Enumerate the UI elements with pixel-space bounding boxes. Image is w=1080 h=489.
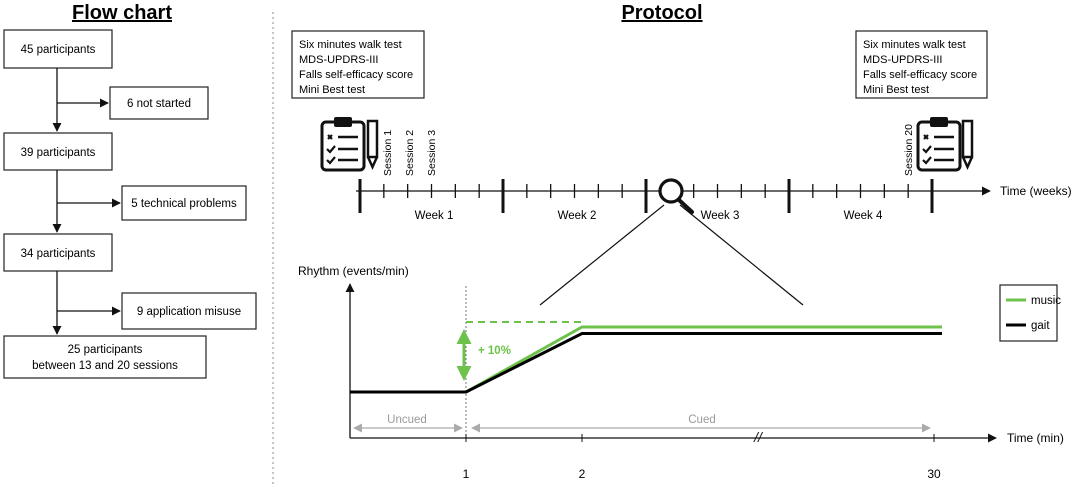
series-music-line (350, 325, 942, 394)
pencil-icon (366, 119, 379, 171)
assessment-item: Six minutes walk test (863, 39, 966, 51)
timeline-ticks (358, 179, 934, 213)
increase-annotation: + 10% (478, 345, 511, 357)
flowchart-step-label: 34 participants (21, 248, 96, 260)
flowchart-step-label: 45 participants (21, 44, 96, 56)
chart-ylabel: Rhythm (events/min) (298, 264, 409, 278)
week-label: Week 4 (844, 210, 883, 222)
session-label: Session 2 (404, 130, 416, 176)
assessment-box-start (291, 30, 425, 99)
flowchart-step-box (3, 132, 113, 171)
clipboard-checklist-icon (320, 117, 366, 172)
chart-legend (999, 284, 1058, 342)
flowchart-final-box (3, 335, 207, 379)
legend-label-music: music (1031, 295, 1061, 307)
assessment-item: Falls self-efficacy score (863, 69, 977, 81)
clipboard-checklist-icon (916, 117, 962, 172)
legend-label-gait: gait (1031, 320, 1050, 332)
flowchart-step-box (3, 29, 113, 69)
flowchart-step-box (3, 233, 113, 272)
flowchart-exclusion-label: 6 not started (127, 98, 191, 110)
magnifier-icon (658, 178, 694, 214)
chart-x-tick-label: 30 (927, 467, 941, 481)
assessment-box-end (855, 30, 988, 99)
flowchart-exclusion-label: 5 technical problems (131, 198, 237, 210)
week-label: Week 1 (415, 210, 454, 222)
phase-label-uncued: Uncued (387, 414, 427, 426)
flowchart-exclusion-box (121, 185, 247, 221)
flowchart-exclusion-box (121, 292, 257, 330)
flowchart-final-label-line1: 25 participants (68, 344, 143, 356)
assessment-item: MDS-UPDRS-III (863, 54, 942, 66)
assessment-item: Mini Best test (863, 84, 929, 96)
chart-x-tick-label: 2 (579, 467, 586, 481)
flowchart-step-label: 39 participants (21, 147, 96, 159)
zoom-line-left (539, 204, 665, 306)
protocol-title: Protocol (621, 2, 702, 24)
flowchart-exclusion-box (109, 86, 209, 120)
assessment-item: MDS-UPDRS-III (299, 54, 378, 66)
session-label: Session 1 (382, 130, 394, 176)
week-label: Week 3 (701, 210, 740, 222)
assessment-item: Falls self-efficacy score (299, 69, 413, 81)
series-gait-line (350, 332, 942, 394)
pencil-icon (961, 119, 974, 171)
phase-label-cued: Cued (688, 414, 716, 426)
timeline-axis-label: Time (weeks) (1000, 184, 1072, 198)
flowchart-title: Flow chart (72, 2, 172, 24)
assessment-item: Mini Best test (299, 84, 365, 96)
session-label: Session 20 (903, 124, 915, 176)
assessment-item: Six minutes walk test (299, 39, 402, 51)
flowchart-final-label-line2: between 13 and 20 sessions (32, 360, 178, 372)
zoom-line-right (679, 204, 804, 306)
session-label: Session 3 (426, 130, 438, 176)
flowchart-exclusion-label: 9 application misuse (137, 306, 241, 318)
chart-xlabel: Time (min) (1007, 431, 1064, 445)
axis-break-marker: // (753, 429, 764, 445)
week-label: Week 2 (558, 210, 597, 222)
chart-x-tick-label: 1 (463, 467, 470, 481)
